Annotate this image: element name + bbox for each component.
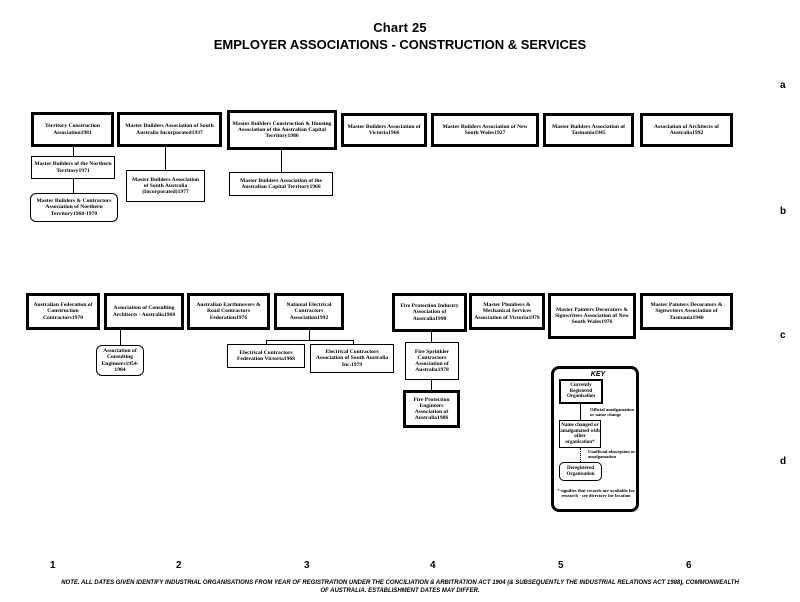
org-master-builders-victoria: Master Builders Association of Victoria1… — [341, 113, 427, 147]
org-master-builders-act-housing: Master Builders Construction & Housing A… — [227, 110, 337, 150]
key-dotted-connector — [580, 448, 581, 462]
org-australian-federation-construction-contractors: Australian Federation of Construction Co… — [26, 293, 100, 330]
key-title: KEY — [590, 371, 606, 378]
connector — [73, 179, 74, 193]
org-master-builders-sa-inc: Master Builders Association of South Aus… — [117, 112, 222, 147]
connector — [165, 147, 166, 170]
connector — [431, 380, 432, 390]
row-label-a: a — [780, 80, 786, 91]
org-national-electrical-contractors: National Electrical Contractors Associat… — [274, 293, 344, 330]
key-footnote: * signifies that records are available f… — [557, 488, 635, 499]
chart-title: Chart 25 — [373, 20, 427, 35]
org-master-builders-tasmania: Master Builders Association of Tasmania1… — [543, 113, 634, 147]
org-electrical-contractors-sa: Electrical Contractors Association of So… — [310, 344, 394, 373]
connector — [73, 147, 74, 156]
org-association-consulting-engineers: Association of Consulting Engineers1954-… — [96, 345, 144, 376]
org-master-builders-act-1968: Master Builders Association of the Austr… — [229, 172, 333, 196]
key-deregistered: Deregistered Organisation — [559, 462, 602, 481]
org-australian-earthmovers-federation: Australian Earthmovers & Road Contractor… — [187, 293, 270, 330]
connector — [281, 150, 282, 172]
org-master-plumbers-victoria: Master Plumbers & Mechanical Services As… — [469, 293, 545, 330]
column-label-5: 5 — [558, 560, 564, 571]
column-label-6: 6 — [686, 560, 692, 571]
key-official-amalgamation: Official amalgamation or name change — [590, 407, 635, 418]
connector — [353, 340, 354, 344]
org-master-builders-nt: Master Builders of the Northern Territor… — [31, 156, 115, 179]
column-label-3: 3 — [304, 560, 310, 571]
org-association-of-architects: Association of Architects of Australia19… — [640, 113, 733, 147]
connector — [266, 340, 267, 344]
org-association-consulting-architects: Association of Consulting Architects - A… — [104, 293, 184, 330]
column-label-2: 2 — [176, 560, 182, 571]
row-label-c: c — [780, 330, 786, 341]
connector — [266, 340, 353, 341]
key-unofficial-absorption: Unofficial absorption or amalgamation — [588, 449, 636, 460]
footnote-note: NOTE. ALL DATES GIVEN IDENTIFY INDUSTRIA… — [61, 580, 739, 594]
chart-subtitle: EMPLOYER ASSOCIATIONS - CONSTRUCTION & S… — [213, 37, 587, 52]
org-master-painters-nsw: Master Painters Decorators & Signwriters… — [548, 293, 636, 339]
org-territory-construction-association: Territory Construction Association1981 — [31, 112, 114, 147]
column-label-1: 1 — [50, 560, 56, 571]
org-master-builders-nsw: Master Builders Association of New South… — [431, 113, 539, 147]
column-label-4: 4 — [430, 560, 436, 571]
org-electrical-contractors-victoria: Electrical Contractors Federation Victor… — [227, 344, 305, 368]
org-fire-protection-engineers: Fire Protection Engineers Association of… — [403, 390, 460, 428]
row-label-b: b — [780, 206, 787, 217]
key-currently-registered: Currently Registered Organisation — [559, 379, 603, 404]
key-name-changed: Name changed or amalgamated with other o… — [559, 420, 601, 448]
connector — [309, 330, 310, 340]
org-fire-protection-industry-association: Fire Protection Industry Association of … — [392, 293, 467, 332]
connector — [120, 330, 121, 345]
connector — [431, 332, 432, 342]
org-master-painters-tasmania: Master Painters Decorators & Signwriters… — [640, 293, 733, 330]
row-label-d: d — [780, 456, 787, 467]
org-master-builders-contractors-nt: Master Builders & Contractors Associatio… — [30, 193, 118, 222]
key-connector — [580, 404, 581, 420]
org-master-builders-sa-1977: Master Builders Association of South Aus… — [126, 170, 205, 202]
org-fire-sprinkler-contractors: Fire Sprinkler Contractors Association o… — [405, 342, 459, 380]
